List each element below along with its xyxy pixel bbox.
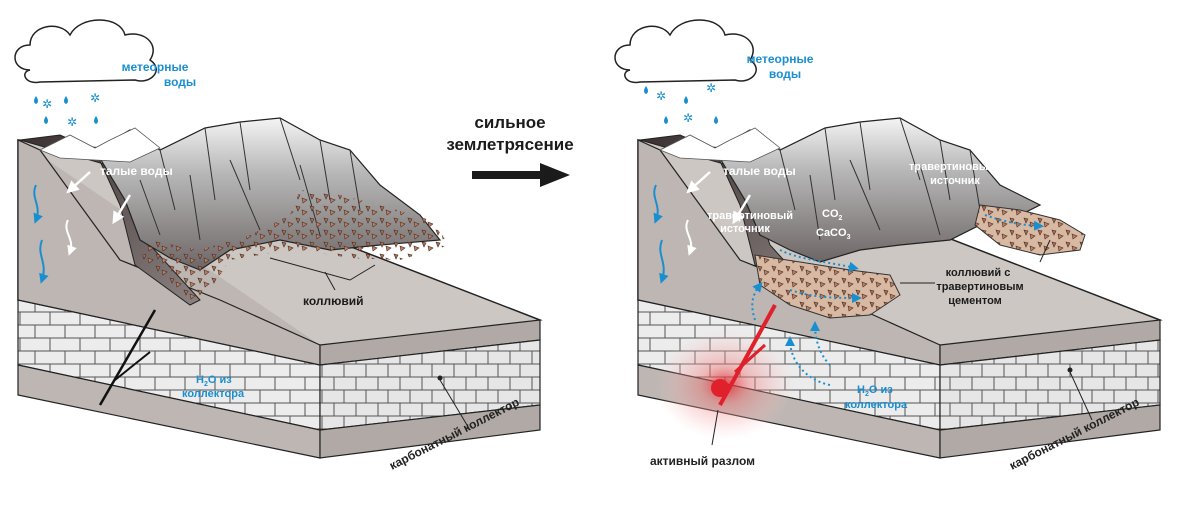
- left-snow-caps: [39, 127, 161, 163]
- right-caco3-label: CaCO3: [816, 227, 851, 241]
- right-upper-spring-leader: [1039, 239, 1051, 263]
- left-block-diagram: [17, 117, 543, 459]
- active-fault-branch: [733, 343, 767, 374]
- right-h2o-h: H: [857, 384, 865, 396]
- right-co2-main: CO: [822, 208, 839, 220]
- right-mountain-range: [714, 117, 1042, 263]
- right-raindrop-3: [664, 116, 668, 124]
- left-colluvium-label: коллювий: [303, 294, 364, 308]
- right-travertine-spring-left-1: травертиновый: [707, 210, 793, 222]
- left-infiltration-arrow-blue-1: [33, 184, 43, 224]
- right-infiltration-arrow-blue-2: [659, 239, 669, 284]
- right-mountain-ridges: [779, 117, 981, 241]
- left-h2o-sub: 2: [204, 381, 208, 388]
- active-fault-leader: [711, 409, 719, 446]
- right-flow-arrow-spring-2: [789, 289, 862, 303]
- left-reservoir-dot: [437, 375, 443, 381]
- left-reservoir-leader: [439, 379, 471, 431]
- right-melt-waters-label: талые воды: [723, 164, 796, 178]
- right-flow-arrow-up-2: [810, 321, 831, 366]
- left-raindrop-2: [64, 96, 68, 104]
- left-melt-waters-label: талые воды: [100, 164, 173, 178]
- right-colluvium-cemented-1: коллювий с: [946, 267, 1011, 279]
- right-raindrop-4: [714, 116, 718, 124]
- left-colluvium-outline: [269, 257, 376, 281]
- left-meteoric-waters-label-1: метеорные: [122, 60, 189, 74]
- right-co2-label: CO2: [822, 208, 843, 222]
- right-co2-sub: 2: [839, 215, 843, 222]
- right-h2o-label-1: H2O из: [857, 384, 893, 398]
- right-h2o-sub: 2: [865, 391, 869, 398]
- left-side-base: [319, 404, 541, 459]
- right-meltwater-arrow-2: [732, 194, 752, 225]
- left-h2o-label-2: коллектора: [182, 388, 245, 400]
- left-fault-arrow: [114, 351, 151, 381]
- left-h2o-label-1: H2O из: [196, 374, 232, 388]
- left-infiltration-arrow-white: [65, 219, 77, 256]
- left-snowflake-2: ✲: [90, 91, 100, 105]
- right-snowflake-2: ✲: [706, 81, 716, 95]
- left-fault-line: [98, 309, 157, 406]
- right-reservoir-leader: [1069, 371, 1093, 421]
- right-travertine-spring-right-1: травертиновый: [909, 161, 995, 173]
- right-snowflake-1: ✲: [656, 89, 666, 103]
- transition-arrow: [472, 163, 570, 187]
- right-flow-arrow-upper-spring: [984, 214, 1044, 231]
- left-snowflake-1: ✲: [42, 97, 52, 111]
- right-reservoir-dot: [1067, 367, 1073, 373]
- left-cloud: [14, 19, 157, 84]
- right-caco3-sub: 3: [847, 234, 851, 241]
- right-colluvium-cemented-lower: [754, 254, 901, 319]
- left-raindrop-4: [94, 116, 98, 124]
- right-flow-arrow-reservoir: [785, 336, 831, 386]
- right-side-base: [939, 404, 1161, 459]
- right-colluvium-cemented-upper: [974, 204, 1086, 256]
- right-infiltration-arrow-blue-1: [653, 184, 663, 224]
- right-travertine-spring-left-2: источник: [720, 223, 770, 235]
- left-raindrop-3: [44, 116, 48, 124]
- left-h2o-rest: O из: [208, 374, 232, 386]
- left-h2o-h: H: [196, 374, 204, 386]
- right-colluvium-cemented-3: цементом: [948, 295, 1002, 307]
- right-infiltration-arrow-white: [685, 219, 697, 256]
- earthquake-title-line-1: сильное: [474, 113, 545, 132]
- right-meteoric-waters-label-2: воды: [769, 67, 801, 81]
- left-meteoric-waters-label-2: воды: [164, 75, 196, 89]
- right-h2o-label-2: коллектора: [845, 399, 908, 411]
- active-fault-label: активный разлом: [650, 454, 755, 468]
- right-raindrop-1: [644, 86, 648, 94]
- active-fault-line: [718, 304, 777, 406]
- right-travertine-spring-right-2: источник: [930, 175, 980, 187]
- right-block-diagram: [637, 117, 1163, 459]
- right-cloud-group: ✲ ✲ ✲: [614, 19, 757, 125]
- right-snow-caps: [659, 127, 781, 163]
- right-raindrop-2: [684, 96, 688, 104]
- left-infiltration-arrow-blue-2: [39, 239, 49, 284]
- earthquake-title-line-2: землетрясение: [446, 135, 573, 154]
- left-meltwater-arrow-1: [66, 171, 91, 194]
- left-cloud-group: ✲ ✲ ✲: [14, 19, 157, 129]
- right-meltwater-arrow-1: [686, 171, 711, 194]
- right-h2o-rest: O из: [869, 384, 893, 396]
- left-snowflake-3: ✲: [67, 115, 77, 129]
- right-colluvium-cemented-2: травертиновым: [936, 281, 1023, 293]
- right-caco3-main: CaCO: [816, 227, 847, 239]
- right-flow-arrow-spring-1: [779, 249, 859, 272]
- right-meteoric-waters-label-1: метеорные: [747, 52, 814, 66]
- left-front-upper: [17, 139, 321, 366]
- left-meltwater-arrow-2: [112, 194, 132, 225]
- left-raindrop-1: [34, 96, 38, 104]
- right-snowflake-3: ✲: [683, 111, 693, 125]
- right-cloud: [614, 19, 757, 84]
- left-colluvium-cone: [140, 190, 450, 300]
- earthquake-focus: [711, 379, 729, 397]
- left-colluvium-leader: [324, 271, 336, 291]
